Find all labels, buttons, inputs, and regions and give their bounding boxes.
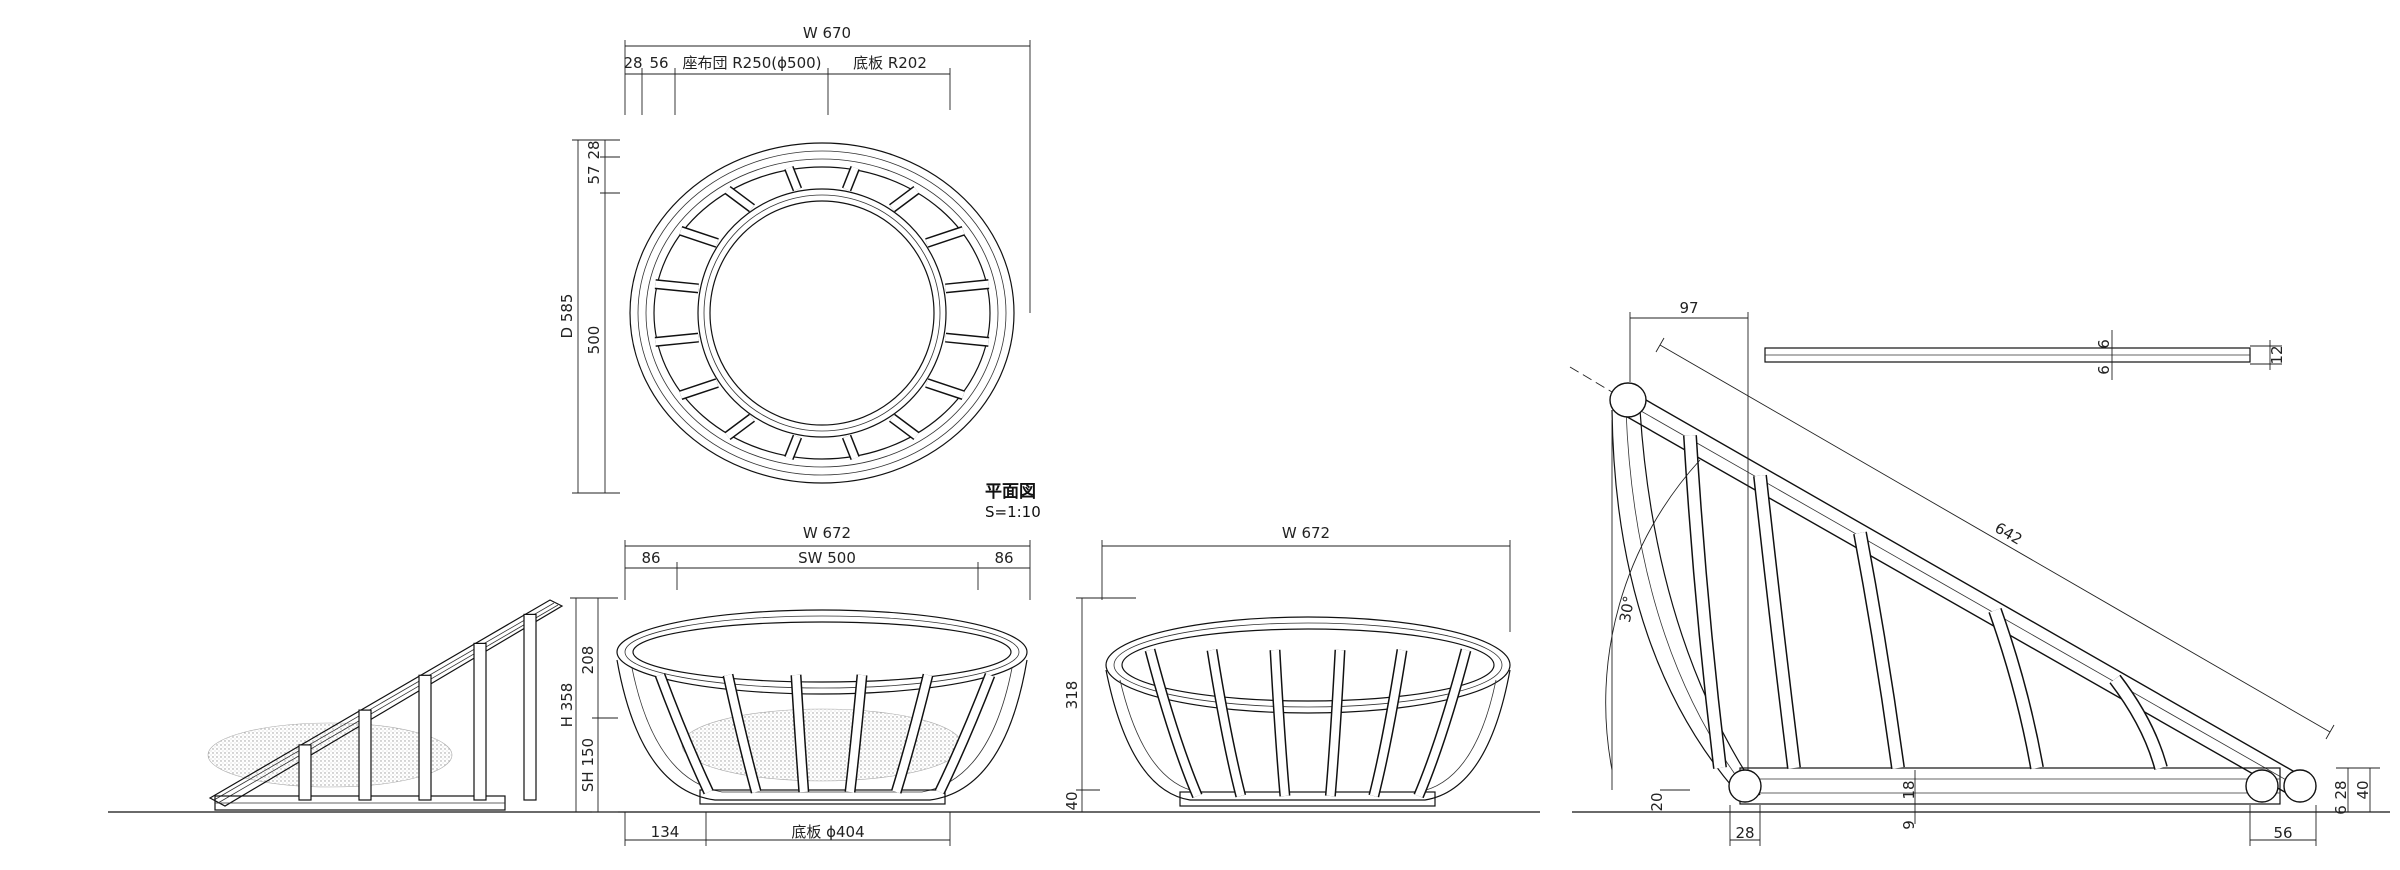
- front-left86-label: 86: [641, 549, 660, 567]
- plan-base-label: 底板 R202: [853, 54, 927, 72]
- detail-p6a-label: 6: [2095, 339, 2113, 349]
- detail-view: 97 642 30° 20 18 9 28 56 28 40 6: [1569, 299, 2380, 846]
- side-rib: [358, 709, 372, 801]
- back-h40-label: 40: [1063, 791, 1081, 810]
- front-b134-label: 134: [651, 823, 680, 841]
- plan-spoke-fill: [925, 227, 965, 247]
- back-rib-fill: [1146, 648, 1202, 798]
- front-width-label: W 672: [803, 524, 851, 542]
- side-rib: [418, 674, 432, 801]
- front-view: W 672 86 SW 500 86 134 底板 ϕ404: [616, 524, 1031, 846]
- plan-spoke-fill: [889, 414, 919, 439]
- side-h208-label: 208: [579, 646, 597, 675]
- detail-p6b-label: 6: [2095, 365, 2113, 375]
- detail-r6-label: 6: [2332, 805, 2350, 815]
- detail-rib-fill: [1754, 475, 1800, 769]
- side-cushion: [207, 722, 453, 788]
- detail-d97-label: 97: [1679, 299, 1698, 317]
- front-rib-fill: [936, 673, 994, 794]
- detail-d9-label: 9: [1900, 820, 1918, 830]
- plan-view: W 670 28 56 座布団 R250(ϕ500) 底板 R202 D 585…: [558, 24, 1041, 521]
- plan-spoke-fill: [843, 166, 859, 191]
- plan-spoke-fill: [679, 227, 719, 247]
- side-sh-label: SH 150: [579, 738, 597, 792]
- back-width-label: W 672: [1282, 524, 1330, 542]
- side-ribs: [298, 613, 537, 801]
- back-rib-fill: [1326, 649, 1344, 797]
- back-rib-fill: [1369, 649, 1406, 797]
- detail-rib-fill: [1854, 531, 1904, 769]
- back-ribs: [1144, 648, 1472, 799]
- detail-d28-label: 28: [1735, 824, 1754, 842]
- front-right86-label: 86: [994, 549, 1013, 567]
- side-rib: [298, 744, 312, 801]
- plan-scale: S=1:10: [985, 503, 1041, 521]
- detail-rib-fill: [1684, 435, 1726, 769]
- detail-r40-label: 40: [2354, 780, 2372, 799]
- detail-rib-fill: [2110, 675, 2167, 770]
- plan-spoke-fill: [889, 187, 919, 212]
- plan-cushion-label: 座布団 R250(ϕ500): [682, 54, 821, 72]
- detail-rib-fill: [1989, 608, 2043, 769]
- back-rib-fill: [1271, 649, 1289, 797]
- back-h318-label: 318: [1063, 681, 1081, 710]
- plan-v57-label: 57: [585, 165, 603, 184]
- back-view: W 672 318 40: [1063, 524, 1511, 812]
- side-rib: [473, 642, 487, 801]
- plan-spoke-fill: [925, 379, 965, 399]
- plan-spoke-fill: [654, 334, 699, 346]
- plan-d28-label: 28: [623, 54, 642, 72]
- plan-spoke-fill: [785, 166, 801, 191]
- plan-spoke-fill: [945, 280, 990, 292]
- front-rib-fill: [892, 674, 932, 794]
- plan-spoke-fill: [843, 435, 859, 460]
- front-sw-label: SW 500: [798, 549, 856, 567]
- plan-spoke-fill: [945, 334, 990, 346]
- plan-spoke-fill: [785, 435, 801, 460]
- front-ribs: [654, 673, 996, 795]
- front-rib-fill: [846, 674, 866, 793]
- back-rib-fill: [1208, 649, 1245, 797]
- plan-spokes: [654, 165, 990, 461]
- plan-v28-label: 28: [585, 140, 603, 159]
- front-rib-fill: [792, 674, 808, 793]
- plan-title: 平面図: [985, 482, 1036, 502]
- detail-d642-label: 642: [1992, 519, 2026, 549]
- detail-d56-label: 56: [2273, 824, 2292, 842]
- plan-spoke-fill: [725, 187, 755, 212]
- plan-spoke-fill: [679, 379, 719, 399]
- plan-ring: [629, 142, 1015, 484]
- side-rib: [523, 613, 537, 801]
- front-rib-fill: [724, 674, 761, 794]
- detail-d18-label: 18: [1900, 780, 1918, 799]
- front-rib-fill: [656, 673, 713, 794]
- plan-d56-label: 56: [649, 54, 668, 72]
- plan-spoke-fill: [725, 414, 755, 439]
- side-height-label: H 358: [558, 683, 576, 728]
- detail-p12-label: 12: [2268, 345, 2286, 364]
- plan-spoke-fill: [654, 280, 699, 292]
- detail-angle-label: 30°: [1616, 594, 1638, 623]
- plan-width-label: W 670: [803, 24, 851, 42]
- side-view: H 358 208 SH 150: [207, 597, 618, 813]
- front-base-label: 底板 ϕ404: [791, 823, 864, 841]
- plan-v500-label: 500: [585, 326, 603, 355]
- detail-r28-label: 28: [2332, 780, 2350, 799]
- plan-depth-label: D 585: [558, 294, 576, 339]
- detail-ribs: [1683, 435, 2168, 770]
- back-rib-fill: [1414, 648, 1470, 798]
- detail-d20-label: 20: [1648, 792, 1666, 811]
